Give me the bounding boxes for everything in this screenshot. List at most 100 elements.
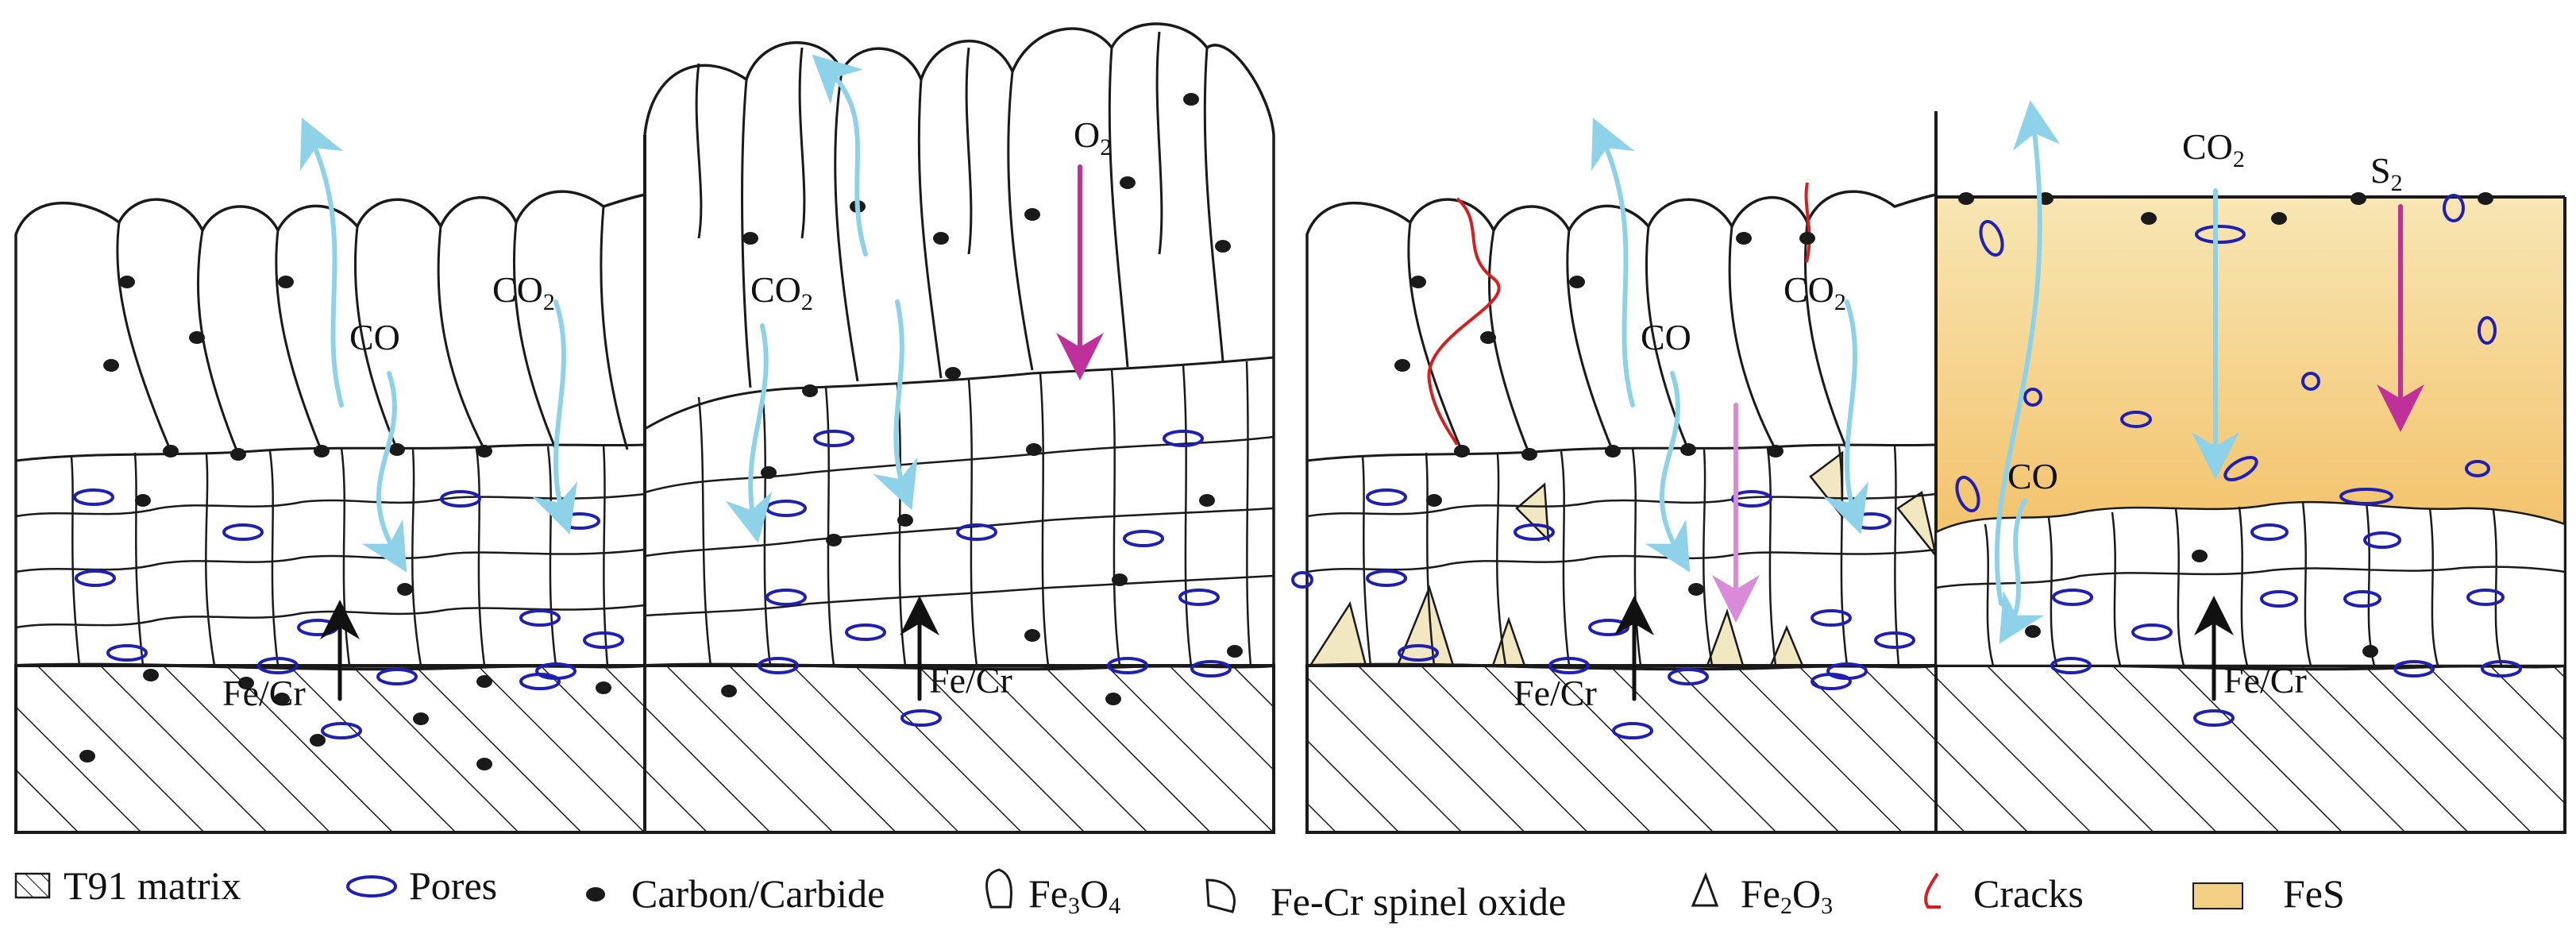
co2-inward-arrow <box>725 323 773 543</box>
legend-label: Fe-Cr spinel oxide <box>1271 879 1566 924</box>
co-label: CO <box>1641 317 1691 357</box>
columnar-grain-boundaries <box>695 31 1224 388</box>
inner-layer-boundary <box>644 356 1275 430</box>
pore <box>2193 709 2235 727</box>
panel-1 <box>14 190 646 834</box>
t91-matrix <box>1936 666 2565 832</box>
pore <box>2260 590 2298 608</box>
pore <box>583 631 624 649</box>
co-inward-arrow <box>361 371 407 573</box>
pore <box>1612 722 1653 739</box>
legend-label: Pores <box>409 863 497 908</box>
legend-label: Fe2O3 <box>1741 871 1833 919</box>
carbon-particle <box>1024 208 1040 221</box>
pore <box>1979 219 2004 257</box>
carbon-particle <box>103 359 119 372</box>
panel-4 <box>1934 111 2566 834</box>
co-outward-arrow <box>299 118 344 407</box>
pore <box>2120 411 2152 428</box>
legend-label: FeS <box>2283 871 2345 916</box>
carbon-particle <box>826 534 842 546</box>
co-label: CO <box>2007 456 2058 496</box>
co2-label: CO2 <box>1784 269 1846 315</box>
pore <box>2339 488 2393 505</box>
carbon-particle <box>278 276 294 288</box>
legend-item-fes: FeS <box>2192 871 2345 916</box>
carbon-particle <box>2025 625 2041 638</box>
carbon-particle <box>761 466 777 479</box>
pore <box>1178 589 1220 606</box>
carbon-particle <box>1605 445 1621 457</box>
pore <box>2250 523 2289 541</box>
fe-cr-label: Fe/Cr <box>929 660 1012 701</box>
fe-cr-label: Fe/Cr <box>1514 673 1597 713</box>
crack-icon <box>1924 872 1941 909</box>
carbon-particle <box>119 276 135 288</box>
carbon-particle <box>1569 276 1585 288</box>
pore <box>106 644 148 662</box>
carbon-particle <box>2271 212 2287 225</box>
carbon-particle <box>1410 276 1426 288</box>
pore <box>1291 571 1313 589</box>
carbon-particle <box>476 445 492 457</box>
legend-item-cracks: Cracks <box>1924 871 2084 916</box>
pore <box>1190 660 1232 678</box>
carbon-particle <box>742 232 758 245</box>
carbon-particle <box>897 514 913 527</box>
carbon-particle <box>802 384 818 397</box>
carbon-particle <box>1680 443 1696 456</box>
pore <box>900 709 942 727</box>
carbon-particle <box>143 669 159 681</box>
carbon-particle <box>1227 645 1243 658</box>
pore <box>2393 660 2435 678</box>
pore-icon <box>346 875 397 898</box>
carbon-particle <box>1768 445 1784 457</box>
carbon-particle <box>314 445 330 457</box>
carbon-particle <box>1454 445 1470 457</box>
carbon-particle <box>1215 240 1231 253</box>
t91-matrix <box>645 666 1274 832</box>
carbon-particle <box>933 232 949 245</box>
carbon-particle <box>413 712 429 725</box>
co-outward-arrow <box>812 54 868 257</box>
carbon-particle <box>1480 331 1496 344</box>
legend-item-carbon: Carbon/Carbide <box>586 871 885 916</box>
pore <box>1366 569 1407 587</box>
pore <box>2023 388 2042 407</box>
carbon-particle <box>476 758 492 770</box>
inner-equiaxed-grains <box>1306 444 1937 666</box>
carbon-particle <box>238 677 254 689</box>
carbon-particle <box>1120 176 1136 189</box>
spinel-grain-icon <box>1205 878 1236 913</box>
carbon-icon <box>586 887 605 901</box>
outer-columnar-layer <box>14 190 646 666</box>
t91-matrix <box>1307 666 1936 832</box>
co2-label: CO2 <box>750 269 813 315</box>
pore <box>2443 194 2465 222</box>
inner-equiaxed-grains <box>644 361 1275 666</box>
pore <box>845 623 886 641</box>
pore <box>559 512 600 530</box>
carbon-particle <box>1026 443 1042 456</box>
pore <box>1107 657 1148 674</box>
carbon-particle <box>1105 693 1121 705</box>
s2-label: S2 <box>2370 150 2403 196</box>
pore <box>75 569 116 587</box>
carbon-particle <box>1521 448 1537 461</box>
pore <box>376 668 418 685</box>
legend-item-pores: Pores <box>346 863 497 908</box>
pore <box>321 722 362 739</box>
carbon-particle <box>1958 192 1974 205</box>
pore <box>1514 523 1555 541</box>
carbon-particle <box>135 494 151 507</box>
carbon-particle <box>2141 212 2157 225</box>
co-outward-arrow <box>1994 100 2061 606</box>
carbon-particle <box>1112 573 1128 586</box>
pore <box>758 657 799 674</box>
pore <box>2131 623 2173 641</box>
carbon-particle <box>1024 629 1040 642</box>
pore <box>1850 512 1892 530</box>
carbon-particle <box>1688 583 1704 596</box>
pore <box>1366 488 1407 506</box>
